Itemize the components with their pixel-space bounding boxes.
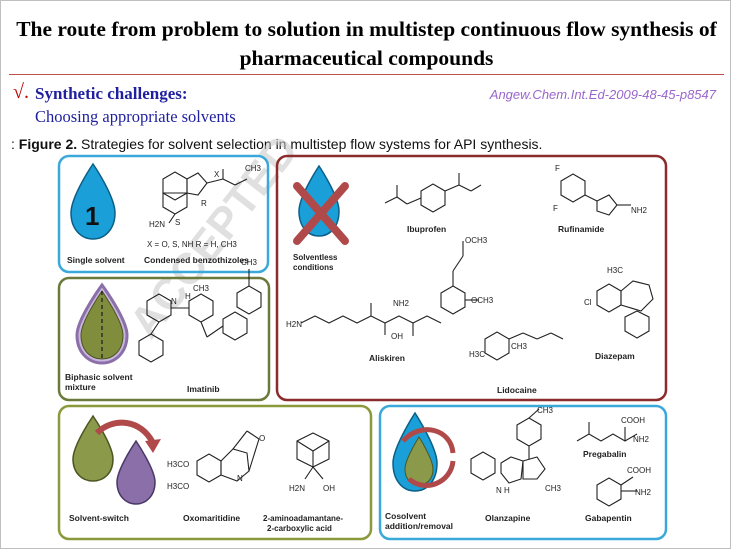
svg-text:F: F	[555, 164, 560, 173]
compound-lidocaine: Lidocaine	[497, 385, 537, 395]
compound-aliskiren: Aliskiren	[369, 353, 405, 363]
svg-text:CH3: CH3	[241, 258, 258, 267]
svg-text:OCH3: OCH3	[471, 296, 494, 305]
svg-text:X: X	[214, 170, 220, 179]
compound-pregabalin: Pregabalin	[583, 449, 626, 459]
svg-text:CH3: CH3	[245, 164, 262, 173]
compound-rufinamide: Rufinamide	[558, 224, 605, 234]
caption-text: Strategies for solvent selection in mult…	[77, 136, 543, 152]
compound-imatinib: Imatinib	[187, 384, 220, 394]
svg-text:COOH: COOH	[627, 466, 651, 475]
svg-text:H3CO: H3CO	[167, 482, 189, 491]
section-subheading: Choosing appropriate solvents	[35, 107, 236, 126]
svg-text:H3CO: H3CO	[167, 460, 189, 469]
title-divider	[9, 74, 724, 75]
caption-label: Figure 2.	[18, 136, 78, 152]
gabapentin-structure	[596, 476, 637, 507]
solvent-switch-drops-icon	[72, 414, 161, 505]
svg-text:F: F	[553, 204, 558, 213]
svg-text:CH3: CH3	[193, 284, 210, 293]
aliskiren-structure	[300, 241, 479, 336]
svg-text:H: H	[185, 292, 191, 301]
reference-citation: Angew.Chem.Int.Ed-2009-48-45-p8547	[489, 87, 716, 102]
svg-text:R: R	[201, 199, 207, 208]
svg-text:OH: OH	[323, 484, 335, 493]
ibuprofen-structure	[384, 173, 482, 213]
oxomaritidine-structure	[196, 430, 260, 483]
svg-text:NH2: NH2	[631, 206, 648, 215]
aminoadamantane-structure	[296, 432, 330, 480]
panel-cosolvent	[378, 404, 668, 541]
svg-text:NH2: NH2	[635, 488, 652, 497]
pregabalin-structure	[576, 422, 638, 442]
compound-benzothizoles: Condensed benzothizoles	[144, 255, 249, 265]
compound-olanzapine: Olanzapine	[485, 513, 531, 523]
svg-text:NH2: NH2	[393, 299, 410, 308]
svg-text:CH3: CH3	[537, 406, 554, 415]
svg-text:N: N	[237, 474, 243, 483]
check-mark: √.	[13, 81, 29, 103]
compound-ibuprofen: Ibuprofen	[407, 224, 446, 234]
figure-caption: : Figure 2. Strategies for solvent selec…	[11, 136, 542, 152]
biphasic-drop-icon	[75, 282, 129, 365]
slide-title: The route from problem to solution in mu…	[16, 17, 717, 70]
compound-gabapentin: Gabapentin	[585, 513, 632, 523]
panel-biphasic	[57, 276, 271, 402]
svg-text:OH: OH	[391, 332, 403, 341]
blue-drop-icon	[70, 162, 116, 240]
strategy-single-solvent: Single solvent	[67, 255, 125, 265]
compound-oxomaritidine: Oxomaritidine	[183, 513, 240, 523]
panel-single-solvent	[57, 154, 270, 274]
compound-diazepam: Diazepam	[595, 351, 635, 361]
svg-text:OCH3: OCH3	[465, 236, 488, 245]
diazepam-structure	[596, 280, 654, 339]
drop-number: 1	[85, 201, 99, 231]
olanzapine-structure	[470, 408, 546, 484]
svg-text:S: S	[175, 218, 180, 227]
strategy-solvent-switch: Solvent-switch	[69, 513, 129, 523]
panel-solvent-switch	[57, 404, 373, 541]
panel-solventless	[275, 154, 668, 402]
svg-text:NH2: NH2	[633, 435, 650, 444]
svg-text:N H: N H	[496, 486, 510, 495]
svg-text:H2N: H2N	[289, 484, 305, 493]
cosolvent-drop-icon	[392, 411, 456, 492]
benzothiazole-structure	[162, 169, 248, 224]
svg-text:H3C: H3C	[469, 350, 485, 359]
svg-text:CH3: CH3	[545, 484, 562, 493]
svg-text:H3C: H3C	[607, 266, 623, 275]
svg-text:H2N: H2N	[149, 220, 165, 229]
section-heading: Synthetic challenges:	[35, 84, 188, 103]
svg-text:N: N	[171, 297, 177, 306]
substituent-note: X = O, S, NH R = H, CH3	[147, 240, 237, 249]
caption-prefix: :	[11, 136, 19, 152]
compound-aminoadamantane: 2-aminoadamantane-2-carboxylic acid	[263, 514, 343, 533]
lidocaine-structure	[484, 331, 564, 361]
rufinamide-structure	[560, 173, 631, 216]
svg-text:COOH: COOH	[621, 416, 645, 425]
svg-text:H2N: H2N	[286, 320, 302, 329]
imatinib-structure	[138, 269, 262, 363]
svg-text:Cl: Cl	[584, 298, 592, 307]
blue-drop-crossed-icon	[293, 164, 349, 245]
svg-text:CH3: CH3	[511, 342, 528, 351]
svg-text:O: O	[259, 434, 265, 443]
